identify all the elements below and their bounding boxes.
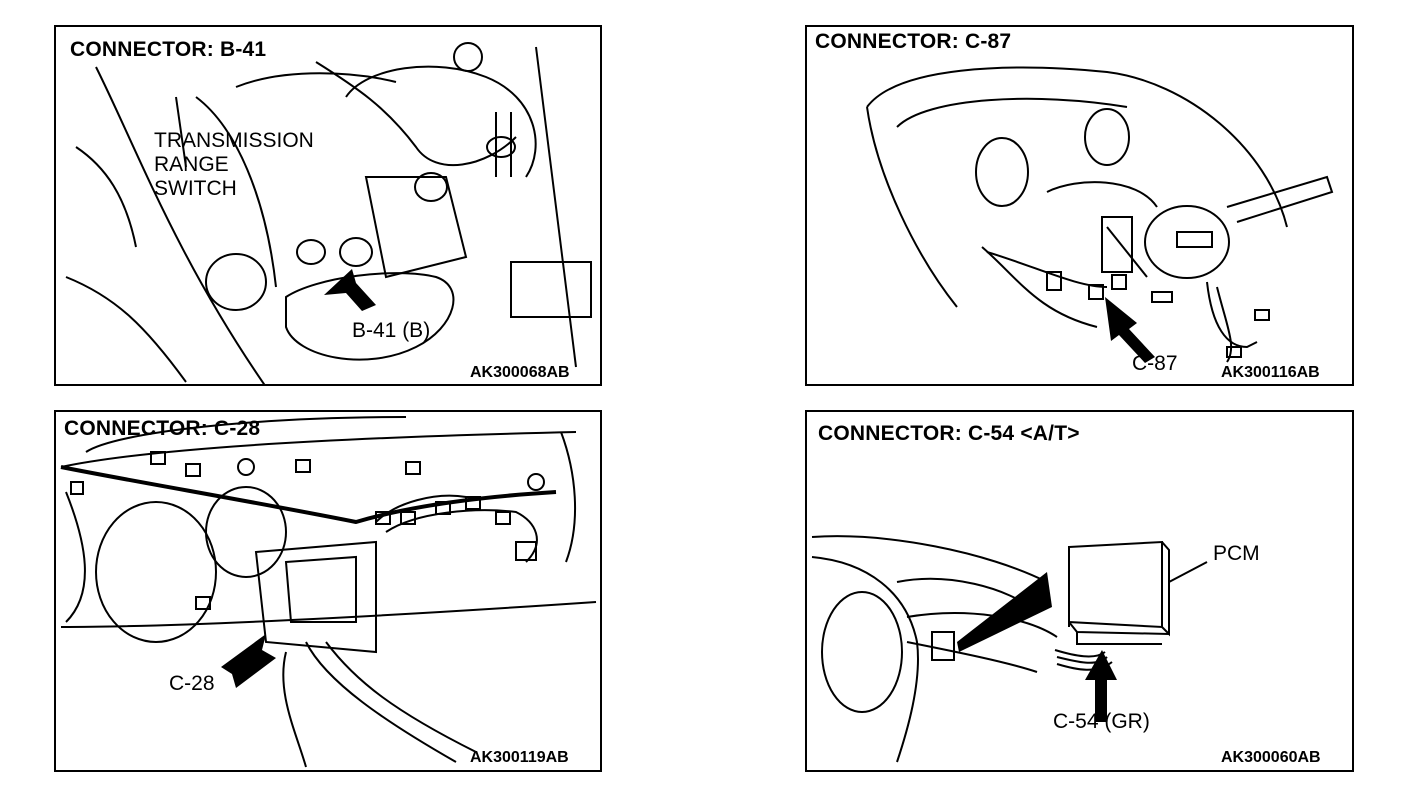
panel-title: CONNECTOR: C-87 [815, 30, 1012, 53]
pcm-location-illustration [811, 535, 1208, 763]
connector-label: B-41 (B) [352, 319, 431, 342]
diagram-panel-b41: CONNECTOR: B-41 TRANSMISSION RANGE SWITC… [54, 25, 602, 386]
connector-label: C-28 [169, 672, 215, 695]
figure-code: AK300060AB [1221, 749, 1321, 766]
b41-arrow-icon [324, 269, 376, 311]
connector-label: C-87 [1132, 352, 1178, 375]
switch-label: SWITCH [154, 177, 237, 200]
panel-title: CONNECTOR: B-41 [70, 38, 267, 61]
dashboard-illustration [866, 66, 1334, 363]
panel-title: CONNECTOR: C-28 [64, 417, 261, 440]
diagram-panel-c28: CONNECTOR: C-28 C-28 AK300119AB [54, 410, 602, 772]
figure-code: AK300068AB [470, 364, 570, 381]
c87-arrow-icon [1105, 297, 1155, 363]
figure-code: AK300116AB [1221, 364, 1320, 381]
engine-bay-illustration [65, 42, 592, 384]
transmission-label: TRANSMISSION [154, 129, 314, 152]
instrument-panel-wiring-illustration [60, 416, 597, 768]
panel-title: CONNECTOR: C-54 <A/T> [818, 422, 1080, 445]
figure-code: AK300119AB [470, 749, 569, 766]
c28-arrow-icon [221, 634, 276, 688]
pcm-label: PCM [1213, 542, 1260, 565]
connector-label: C-54 (GR) [1053, 710, 1150, 733]
range-label: RANGE [154, 153, 229, 176]
diagram-panel-c87: CONNECTOR: C-87 C-87 AK300116AB [805, 25, 1354, 386]
c54-arrow-icon [1085, 650, 1117, 722]
diagram-panel-c54: CONNECTOR: C-54 <A/T> PCM C-54 (GR) AK30… [805, 410, 1354, 772]
